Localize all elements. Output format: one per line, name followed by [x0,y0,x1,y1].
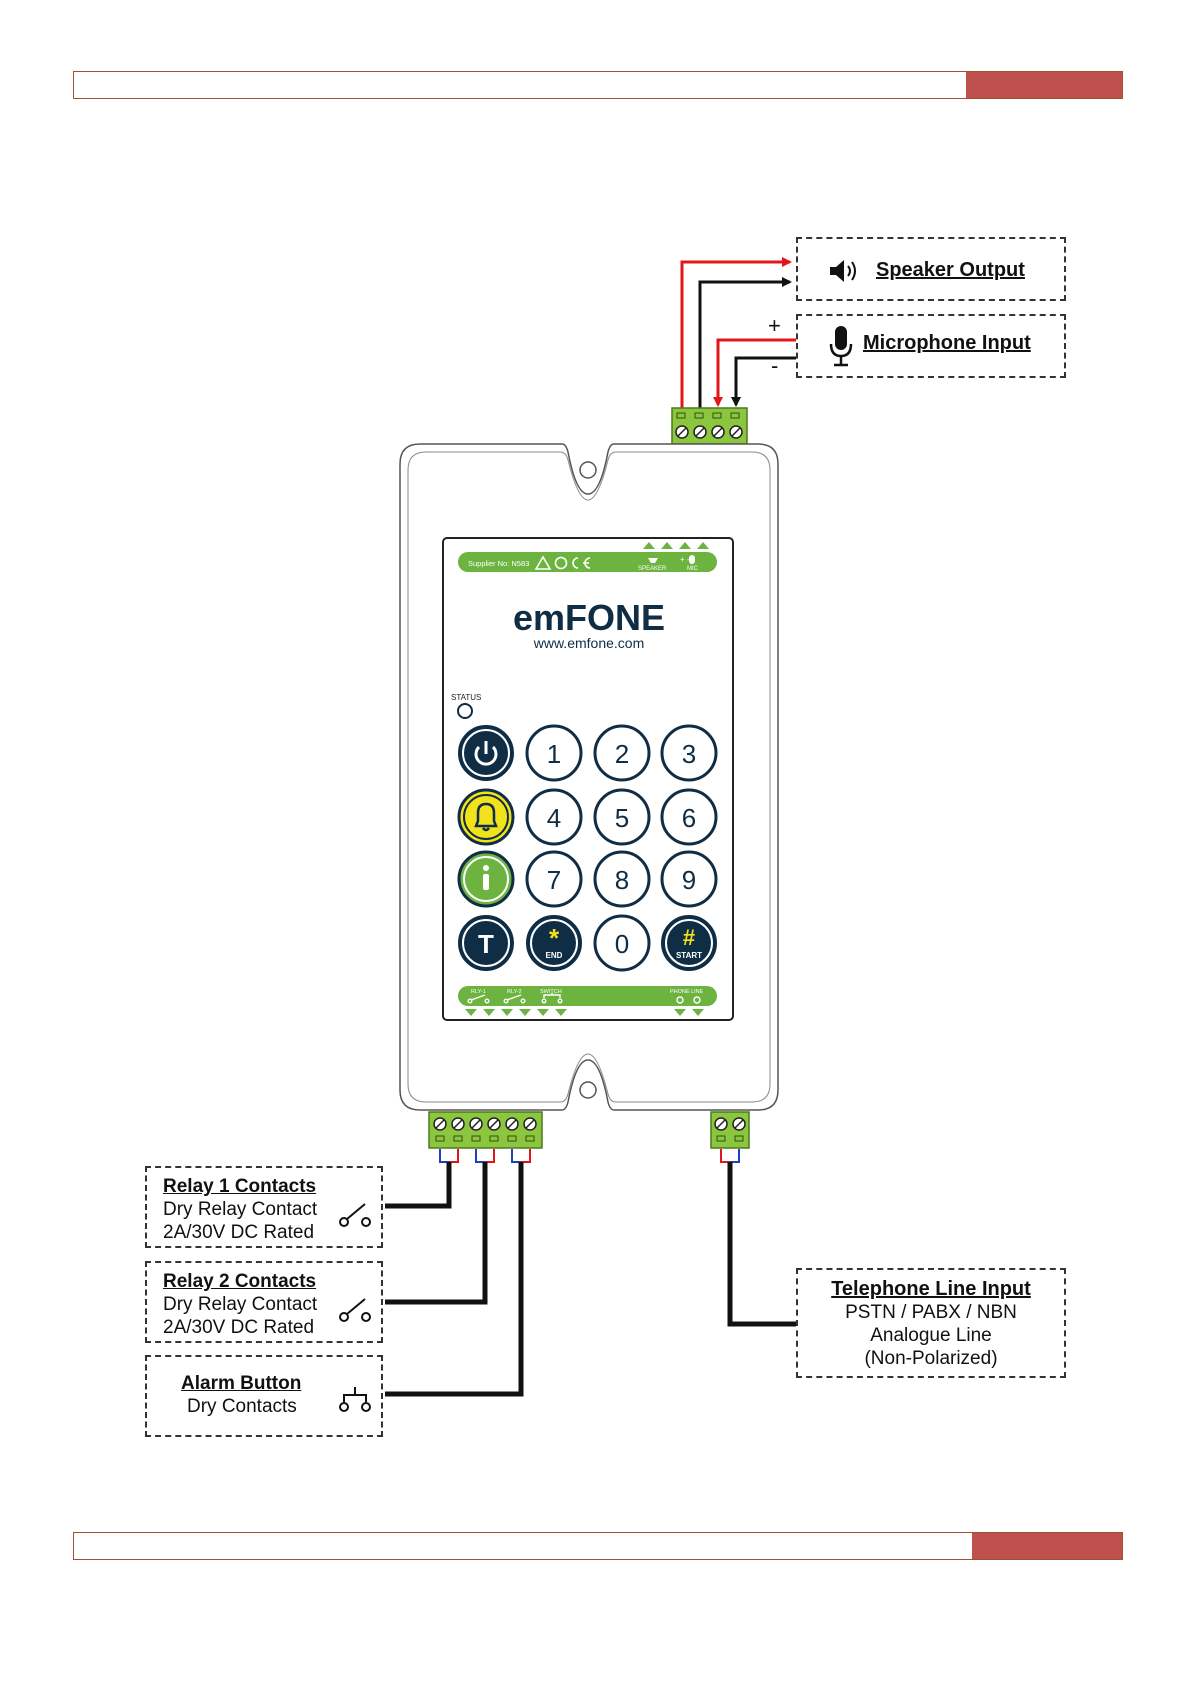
speaker-mic-wires [680,257,797,410]
mic-plus-sign: + [768,313,781,338]
telephone-line-line1: PSTN / PABX / NBN [845,1302,1017,1323]
telephone-line-title: Telephone Line Input [831,1278,1031,1300]
t-button[interactable]: T [458,915,514,971]
info-icon [483,865,489,890]
hash-glyph: # [683,925,695,950]
relay-2-title: Relay 2 Contacts [163,1271,317,1292]
key-2[interactable]: 2 [593,724,651,782]
svg-text:6: 6 [682,803,696,833]
svg-text:0: 0 [615,929,629,959]
header-bar [73,71,1123,99]
relay-2-line2: 2A/30V DC Rated [163,1317,315,1338]
svg-text:T: T [478,929,494,959]
relay-1-line1: Dry Relay Contact [163,1199,318,1220]
microphone-input-callout: Microphone Input [796,314,1066,378]
terminal-jumpers [439,1149,740,1163]
key-6[interactable]: 6 [660,788,718,846]
start-label: START [676,951,702,960]
hash-start-button[interactable]: # START [661,915,717,971]
svg-text:9: 9 [682,865,696,895]
key-4[interactable]: 4 [525,788,583,846]
svg-text:5: 5 [615,803,629,833]
bell-button[interactable] [457,788,515,846]
website-text: www.emfone.com [533,635,644,651]
footer-accent [972,1533,1122,1559]
switch-label: SWITCH [540,989,562,995]
speaker-strip-label: SPEAKER [638,566,667,572]
svg-text:2: 2 [615,739,629,769]
alarm-button-title: Alarm Button [181,1373,302,1394]
top-terminal-block [671,407,748,445]
svg-text:7: 7 [547,865,561,895]
face-panel: Supplier No: N583 SPEAKER + - MIC emFONE… [442,537,734,1021]
key-9[interactable]: 9 [660,850,718,908]
key-3[interactable]: 3 [660,724,718,782]
relay-1-line2: 2A/30V DC Rated [163,1222,315,1243]
status-label: STATUS [451,693,481,702]
plus-minus-strip-label: + - [680,555,690,564]
certification-marks [534,555,591,570]
mic-strip-label: MIC [687,566,699,572]
supplier-label: Supplier No: N583 [468,559,529,568]
power-icon [474,745,498,766]
relay-switch-icon [339,1298,371,1322]
alarm-button-callout: Alarm Button Dry Contacts [145,1355,383,1437]
key-0[interactable]: 0 [593,914,651,972]
microphone-icon [829,326,853,367]
svg-text:8: 8 [615,865,629,895]
end-label: END [546,951,563,960]
relay-switch-icon [339,1203,371,1227]
speaker-icon [830,260,856,282]
rly2-label: RLY-2 [507,989,522,995]
phone-line-strip-label: PHONE LINE [670,989,704,995]
relay-terminal-block [428,1111,543,1149]
header-accent [966,72,1122,98]
svg-text:3: 3 [682,739,696,769]
relay-2-line1: Dry Relay Contact [163,1294,318,1315]
mic-minus-sign: - [771,353,778,378]
bottom-strip-arrows [465,1009,704,1016]
top-strip-arrows [643,542,709,549]
key-5[interactable]: 5 [593,788,651,846]
bottom-mounting-hole [579,1081,597,1099]
strip-mic-icon [689,555,695,564]
star-glyph: * [549,923,560,953]
microphone-input-title: Microphone Input [863,332,1031,354]
strip-speaker-icon [648,558,658,563]
star-end-button[interactable]: * END [526,915,582,971]
phone-terminal-block [710,1111,750,1149]
svg-text:4: 4 [547,803,561,833]
status-led [457,703,473,719]
key-1[interactable]: 1 [525,724,583,782]
relay-1-callout: Relay 1 Contacts Dry Relay Contact 2A/30… [145,1166,383,1248]
top-mounting-hole [579,461,597,479]
footer-bar [73,1532,1123,1560]
bottom-strip-symbols [467,993,701,1004]
info-button[interactable] [457,850,515,908]
keypad: 1 2 3 4 5 [457,724,718,972]
speaker-output-title: Speaker Output [876,259,1025,281]
key-7[interactable]: 7 [525,850,583,908]
relay-2-callout: Relay 2 Contacts Dry Relay Contact 2A/30… [145,1261,383,1343]
key-8[interactable]: 8 [593,850,651,908]
telephone-line-line2: Analogue Line [870,1325,992,1346]
relay-alarm-wires [385,1162,798,1397]
bell-icon [474,802,498,832]
alarm-button-line1: Dry Contacts [187,1396,297,1417]
rly1-label: RLY-1 [471,989,486,995]
svg-text:1: 1 [547,739,561,769]
push-button-icon [339,1387,371,1412]
emfone-logo: emFONE [513,597,665,638]
relay-1-title: Relay 1 Contacts [163,1176,317,1197]
telephone-line-callout: Telephone Line Input PSTN / PABX / NBN A… [796,1268,1066,1378]
power-button[interactable] [458,725,514,781]
telephone-line-line3: (Non-Polarized) [864,1348,998,1369]
speaker-output-callout: Speaker Output [796,237,1066,301]
